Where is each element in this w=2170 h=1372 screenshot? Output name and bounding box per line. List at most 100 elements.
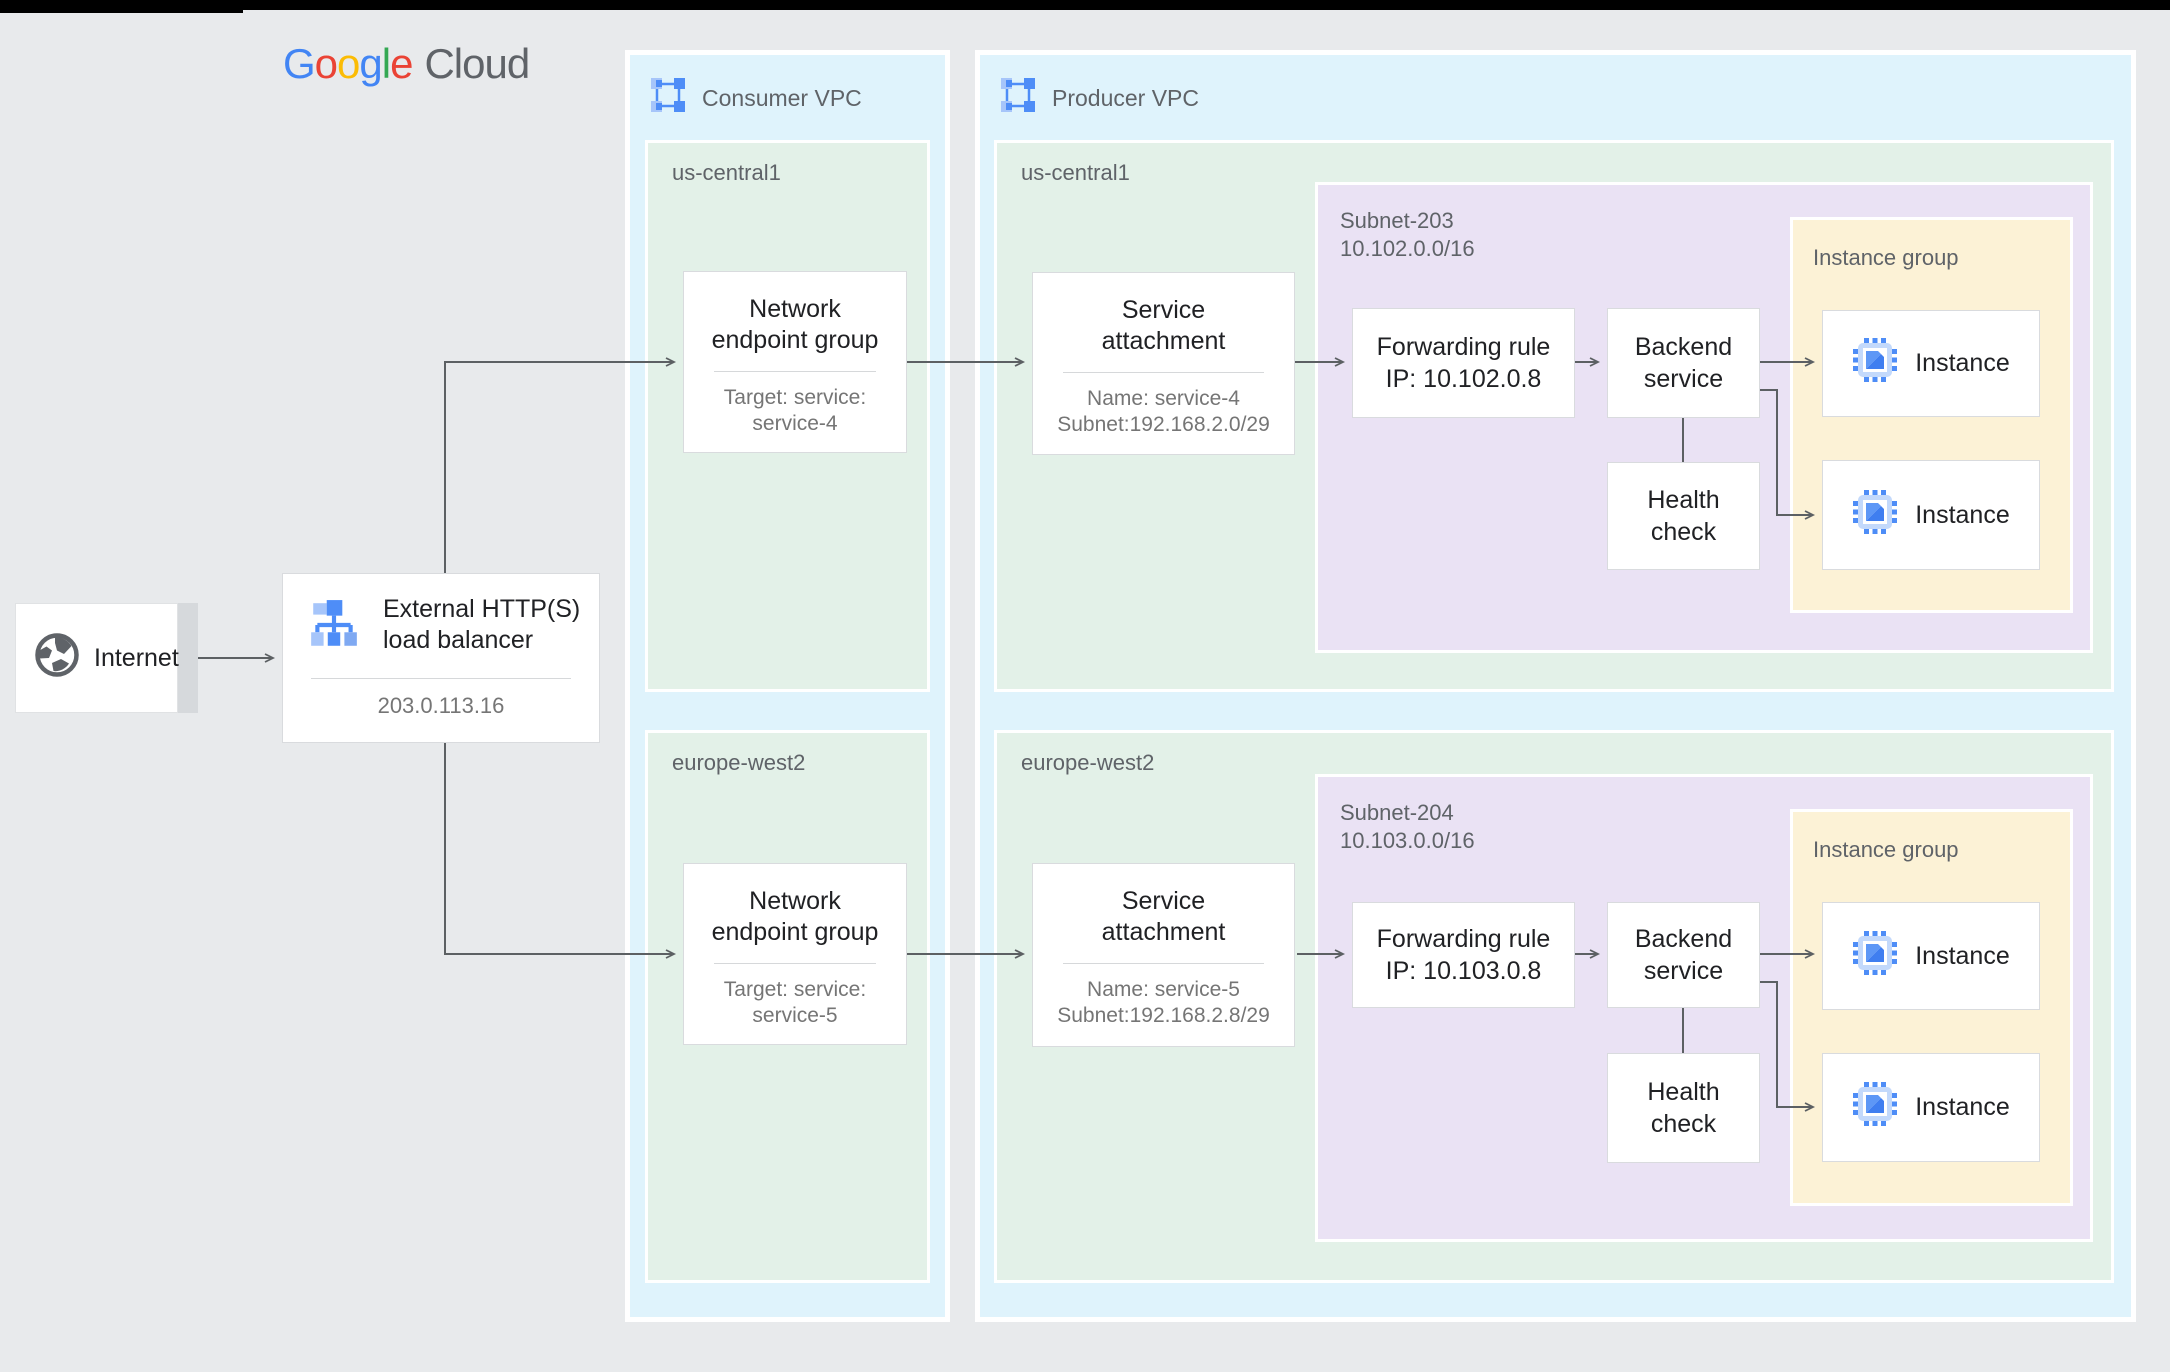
hc-line1: Health <box>1647 486 1720 514</box>
subnet-label: Subnet-203 10.102.0.0/16 <box>1340 207 1475 263</box>
compute-engine-icon <box>1852 930 1898 983</box>
compute-engine-icon <box>1852 337 1898 390</box>
load-balancer-title: External HTTP(S) load balancer <box>383 594 580 656</box>
region-label: europe-west2 <box>1021 750 1155 775</box>
top-black-bar-left <box>0 0 243 13</box>
logo-letter: g <box>359 40 382 87</box>
producer-region-us-central1: us-central1 Service attachment Name: ser… <box>997 143 2111 689</box>
neg-title: Network endpoint group <box>684 294 906 356</box>
hc-line2: check <box>1650 1110 1717 1138</box>
backend-service-2: Backend service <box>1607 902 1760 1008</box>
service-attachment-1: Service attachment Name: service-4 Subne… <box>1032 272 1295 455</box>
fr-line1: Forwarding rule <box>1376 925 1551 953</box>
service-attachment-2: Service attachment Name: service-5 Subne… <box>1032 863 1295 1047</box>
region-label: us-central1 <box>1021 160 1130 185</box>
subnet-name: Subnet-204 <box>1340 800 1454 825</box>
instance-box: Instance <box>1822 1053 2040 1162</box>
neg-title-line1: Network <box>749 295 841 323</box>
producer-vpc-label: Producer VPC <box>1052 84 1200 111</box>
instance-box: Instance <box>1822 310 2040 417</box>
sa-title-line2: attachment <box>1101 327 1226 355</box>
neg-target: Target: service: service-4 <box>684 385 906 437</box>
instance-label: Instance <box>1915 500 2010 529</box>
consumer-vpc-header: Consumer VPC <box>650 77 862 119</box>
neg-divider <box>714 371 876 372</box>
logo-letter: o <box>337 40 360 87</box>
internet-globe-icon <box>34 632 80 685</box>
producer-vpc: Producer VPC us-central1 Service attachm… <box>975 50 2136 1322</box>
sa-title-line1: Service <box>1121 296 1206 324</box>
bs-line2: service <box>1643 957 1724 985</box>
bs-line2: service <box>1643 365 1724 393</box>
fr-line2: IP: 10.103.0.8 <box>1385 957 1542 985</box>
sa-subnet: Subnet:192.168.2.8/29 <box>1057 1004 1270 1027</box>
subnet-label: Subnet-204 10.103.0.0/16 <box>1340 799 1475 855</box>
logo-letter: e <box>390 40 413 87</box>
sa-name: Name: service-5 <box>1087 978 1240 1001</box>
load-balancer-icon <box>307 598 361 657</box>
subnet-204: Subnet-204 10.103.0.0/16 Forwarding rule… <box>1318 777 2090 1239</box>
logo-letter: l <box>381 40 391 87</box>
sa-divider <box>1063 372 1264 373</box>
load-balancer-box: External HTTP(S) load balancer 203.0.113… <box>282 573 600 743</box>
bs-line1: Backend <box>1634 925 1733 953</box>
health-check-1: Health check <box>1607 462 1760 570</box>
sa-title-line1: Service <box>1121 887 1206 915</box>
top-black-bar <box>0 0 2170 10</box>
producer-vpc-header: Producer VPC <box>1000 77 1199 119</box>
instance-group-1: Instance group <box>1793 220 2070 610</box>
neg-title-line2: endpoint group <box>711 918 879 946</box>
forwarding-rule-2: Forwarding rule IP: 10.103.0.8 <box>1352 902 1575 1008</box>
consumer-region-us-central1: us-central1 Network endpoint group Targe… <box>648 143 927 689</box>
instance-label: Instance <box>1915 349 2010 377</box>
subnet-cidr: 10.103.0.0/16 <box>1340 828 1475 853</box>
neg-title: Network endpoint group <box>684 886 906 948</box>
sa-title-line2: attachment <box>1101 918 1226 946</box>
compute-engine-icon <box>1852 489 1898 542</box>
neg-target-line1: Target: service: <box>723 978 867 1001</box>
subnet-cidr: 10.102.0.0/16 <box>1340 236 1475 261</box>
sa-name: Name: service-4 <box>1087 387 1240 410</box>
instance-label: Instance <box>1915 1093 2010 1121</box>
sa-details: Name: service-5 Subnet:192.168.2.8/29 <box>1033 977 1294 1029</box>
health-check-2: Health check <box>1607 1053 1760 1163</box>
network-endpoint-group-1: Network endpoint group Target: service: … <box>683 271 907 453</box>
neg-target-line2: service-4 <box>752 412 838 435</box>
hc-line2: check <box>1650 518 1717 546</box>
compute-engine-icon <box>1852 1081 1898 1134</box>
instance-group-2: Instance group <box>1793 812 2070 1203</box>
consumer-vpc-label: Consumer VPC <box>702 84 862 111</box>
internet-box: Internet <box>15 603 179 713</box>
neg-target-line1: Target: service: <box>723 386 867 409</box>
sa-title: Service attachment <box>1033 295 1294 357</box>
logo-cloud-text: Cloud <box>424 40 530 87</box>
vpc-network-icon <box>650 77 686 119</box>
sa-divider <box>1063 963 1264 964</box>
neg-divider <box>714 963 876 964</box>
fr-line1: Forwarding rule <box>1376 333 1551 361</box>
instance-group-label: Instance group <box>1813 837 1959 862</box>
instance-label: Instance <box>1915 941 2010 970</box>
instance-group-label: Instance group <box>1813 245 1959 270</box>
sa-details: Name: service-4 Subnet:192.168.2.0/29 <box>1033 386 1294 438</box>
lb-divider <box>311 678 571 679</box>
region-label: europe-west2 <box>672 750 806 775</box>
neg-target: Target: service: service-5 <box>684 977 906 1029</box>
region-label: us-central1 <box>672 160 781 185</box>
sa-subnet: Subnet:192.168.2.0/29 <box>1057 413 1270 436</box>
consumer-region-europe-west2: europe-west2 Network endpoint group Targ… <box>648 733 927 1280</box>
logo-letter: o <box>314 40 338 87</box>
neg-title-line1: Network <box>749 887 841 915</box>
instance-box: Instance <box>1822 902 2040 1010</box>
forwarding-rule-1: Forwarding rule IP: 10.102.0.8 <box>1352 308 1575 418</box>
logo-letter: G <box>283 40 316 87</box>
consumer-vpc: Consumer VPC us-central1 Network endpoin… <box>625 50 950 1322</box>
subnet-203: Subnet-203 10.102.0.0/16 Forwarding rule… <box>1318 185 2090 650</box>
lb-title-line1: External HTTP(S) <box>383 595 581 623</box>
internet-label: Internet <box>94 643 179 672</box>
neg-title-line2: endpoint group <box>711 326 879 354</box>
instance-box: Instance <box>1822 460 2040 570</box>
network-endpoint-group-2: Network endpoint group Target: service: … <box>683 863 907 1045</box>
